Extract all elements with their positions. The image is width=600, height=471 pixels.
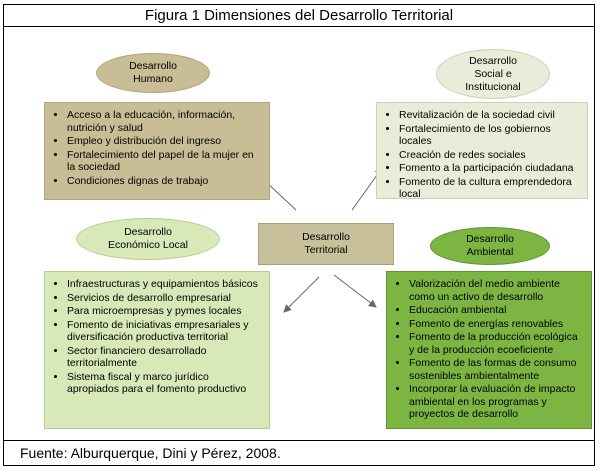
ambiental-label-line2: Ambiental (466, 246, 514, 258)
figure-frame: Figura 1 Dimensiones del Desarrollo Terr… (3, 4, 595, 466)
ambiental-ellipse: Desarrollo Ambiental (430, 227, 550, 265)
social-ellipse: Desarrollo Social e Institucional (436, 49, 550, 99)
figure-source: Fuente: Alburquerque, Dini y Pérez, 2008… (4, 440, 594, 465)
ambiental-label-line1: Desarrollo (466, 233, 514, 245)
social-item: Revitalización de la sociedad civil (399, 109, 581, 122)
humano-ellipse: Desarrollo Humano (96, 53, 210, 93)
figure-title: Figura 1 Dimensiones del Desarrollo Terr… (4, 5, 594, 27)
ambiental-item: Valorización del medio ambiente como un … (409, 278, 585, 303)
economico-box: Infraestructuras y equipamientos básicos… (44, 271, 270, 429)
social-item: Fomento de la cultura emprendedora local (399, 176, 581, 201)
humano-label-line1: Desarrollo (129, 60, 177, 72)
economico-item: Fomento de iniciativas empresariales y d… (67, 319, 263, 344)
ambiental-item: Incorporar la evaluación de impacto ambi… (409, 383, 585, 421)
social-item: Fomento a la participación ciudadana (399, 162, 581, 175)
economico-item: Sector financiero desarrollado territori… (67, 345, 263, 370)
center-label-line2: Territorial (304, 244, 348, 256)
ambiental-item: Fomento de energías renovables (409, 318, 585, 331)
social-label-line2: Social e (474, 67, 512, 80)
social-label-line3: Institucional (465, 80, 521, 93)
humano-item: Fortalecimiento del papel de la mujer en… (67, 149, 263, 174)
social-label-line1: Desarrollo (469, 54, 517, 67)
economico-item: Sistema fiscal y marco jurídico apropiad… (67, 371, 263, 396)
economico-label-line1: Desarrollo (124, 226, 172, 238)
humano-item: Condiciones dignas de trabajo (67, 175, 263, 188)
center-label-line1: Desarrollo (302, 231, 350, 243)
humano-label-line2: Humano (133, 73, 173, 85)
economico-item: Servicios de desarrollo empresarial (67, 292, 263, 305)
economico-item: Infraestructuras y equipamientos básicos (67, 278, 263, 291)
ambiental-item: Fomento de la producción ecológica y de … (409, 331, 585, 356)
arrow-to-economico (283, 276, 320, 313)
social-item: Creación de redes sociales (399, 149, 581, 162)
economico-label-line2: Económico Local (108, 239, 188, 251)
arrow-to-ambiental (333, 274, 377, 308)
humano-item: Acceso a la educación, información, nutr… (67, 109, 263, 134)
economico-item: Para microempresas y pymes locales (67, 305, 263, 318)
ambiental-box: Valorización del medio ambiente como un … (386, 271, 592, 429)
humano-item: Empleo y distribución del ingreso (67, 135, 263, 148)
ambiental-item: Educación ambiental (409, 304, 585, 317)
ambiental-item: Fomento de las formas de consumo sosteni… (409, 357, 585, 382)
economico-ellipse: Desarrollo Económico Local (76, 218, 220, 260)
social-item: Fortalecimiento de los gobiernos locales (399, 123, 581, 148)
social-box: Revitalización de la sociedad civil Fort… (376, 102, 588, 201)
humano-box: Acceso a la educación, información, nutr… (44, 102, 270, 200)
center-box: Desarrollo Territorial (258, 223, 394, 265)
